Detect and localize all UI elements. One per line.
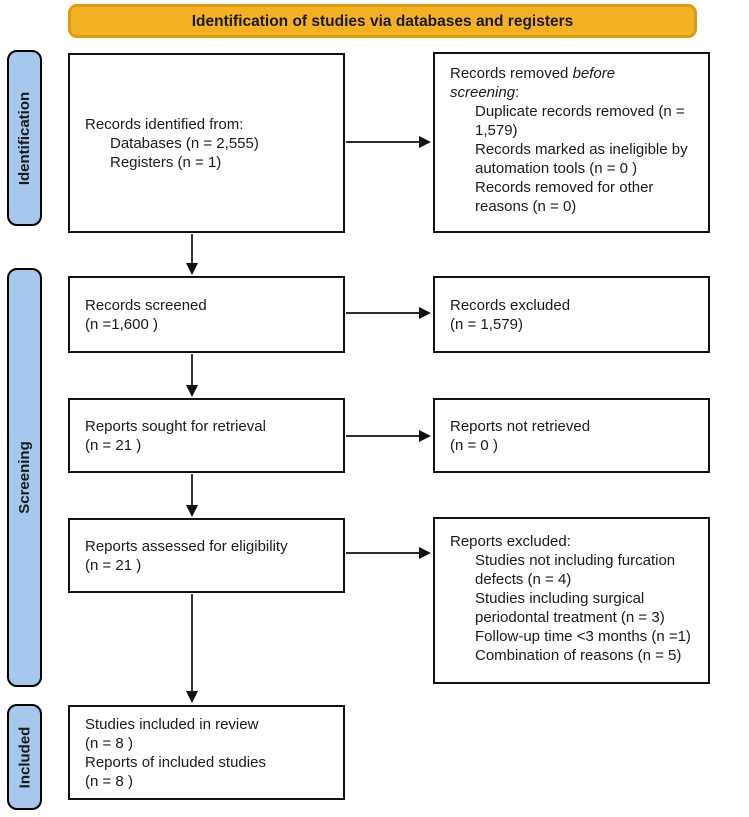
records-removed-intro-plain: Records removed bbox=[450, 65, 573, 82]
box-studies-included: Studies included in review (n = 8 ) Repo… bbox=[68, 705, 345, 800]
records-screened-text: Records screened (n =1,600 ) bbox=[85, 296, 207, 333]
box-records-identified: Records identified from: Databases (n = … bbox=[68, 53, 345, 233]
studies-included-text: Studies included in review (n = 8 ) Repo… bbox=[85, 715, 266, 790]
reports-excluded-item: Studies not including furcation defects … bbox=[475, 552, 676, 588]
records-identified-item: Databases (n = 2,555) bbox=[110, 134, 259, 152]
box-reports-not-retrieved: Reports not retrieved (n = 0 ) bbox=[433, 398, 710, 473]
reports-sought-text: Reports sought for retrieval (n = 21 ) bbox=[85, 417, 266, 454]
box-reports-excluded: Reports excluded: Studies not including … bbox=[433, 517, 710, 684]
records-removed-intro: Records removed before screening: bbox=[450, 64, 702, 102]
records-removed-item: Records removed for other reasons (n = 0… bbox=[475, 179, 654, 215]
records-removed-item: Records marked as ineligible by automati… bbox=[475, 141, 688, 177]
records-removed-intro-italic: screening bbox=[450, 84, 516, 101]
stage-bar-identification: Identification bbox=[7, 50, 42, 226]
box-records-excluded: Records excluded (n = 1,579) bbox=[433, 276, 710, 353]
records-removed-intro-suffix: : bbox=[515, 84, 520, 101]
reports-excluded-item: Combination of reasons (n = 5) bbox=[475, 647, 682, 664]
banner: Identification of studies via databases … bbox=[68, 4, 697, 38]
stage-label-screening: Screening bbox=[16, 441, 33, 514]
box-reports-assessed: Reports assessed for eligibility (n = 21… bbox=[68, 518, 345, 593]
records-removed-intro-italic: before bbox=[572, 65, 616, 82]
stage-bar-screening: Screening bbox=[7, 268, 42, 687]
banner-title: Identification of studies via databases … bbox=[191, 12, 574, 30]
reports-excluded-intro: Reports excluded: bbox=[450, 533, 571, 550]
reports-excluded-item: Studies including surgical periodontal t… bbox=[475, 590, 665, 626]
stage-label-identification: Identification bbox=[16, 91, 33, 185]
box-records-screened: Records screened (n =1,600 ) bbox=[68, 276, 345, 353]
reports-excluded-item: Follow-up time <3 months (n =1) bbox=[475, 628, 691, 645]
reports-not-retrieved-text: Reports not retrieved (n = 0 ) bbox=[450, 417, 591, 454]
records-excluded-text: Records excluded (n = 1,579) bbox=[450, 296, 571, 333]
records-identified-item: Registers (n = 1) bbox=[110, 153, 222, 171]
box-records-removed: Records removed before screening: Duplica… bbox=[433, 52, 710, 233]
reports-assessed-text: Reports assessed for eligibility (n = 21… bbox=[85, 537, 288, 574]
box-reports-sought: Reports sought for retrieval (n = 21 ) bbox=[68, 398, 345, 473]
records-identified-intro: Records identified from: bbox=[85, 115, 244, 133]
records-removed-item: Duplicate records removed (n = 1,579) bbox=[475, 103, 685, 139]
stage-bar-included: Included bbox=[7, 704, 42, 810]
stage-label-included: Included bbox=[16, 726, 34, 788]
